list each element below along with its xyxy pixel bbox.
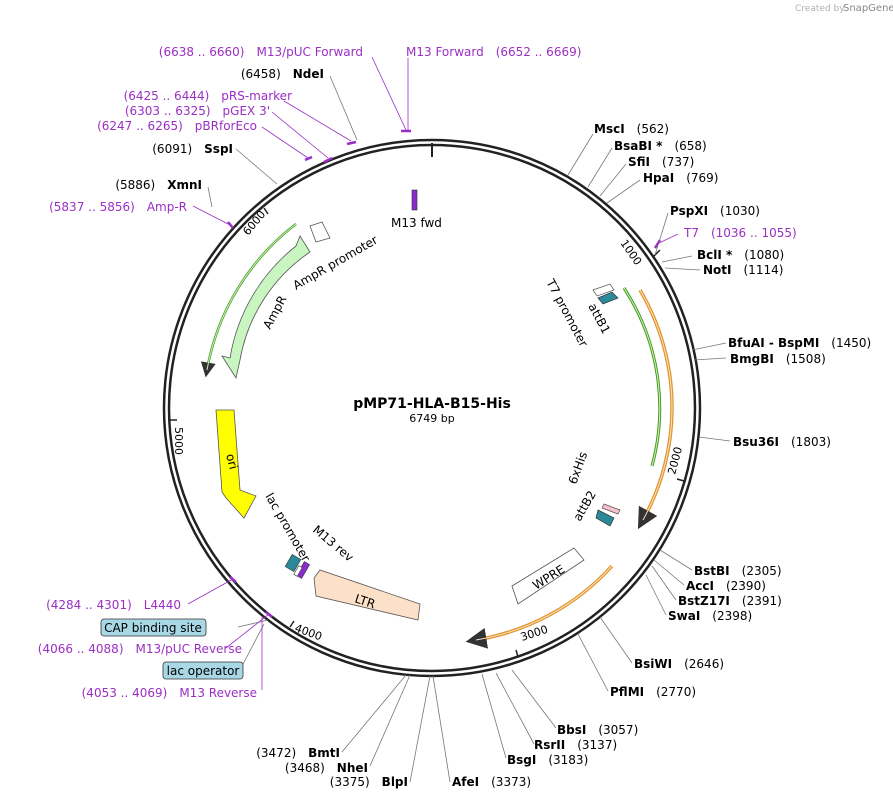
t7-promoter-marker [592,283,615,297]
enzyme-leaders [207,75,731,783]
primer-tick-prs-marker [346,140,357,146]
tick-3000 [515,649,519,658]
enzyme-hpaI: HpaI(769) [643,171,718,185]
primer-pbrforeco: (6247 .. 6265)pBRforEco [97,119,257,133]
primer-m13-reverse: (4053 .. 4069)M13 Reverse [82,686,257,700]
enzyme-pflMI: PflMI(2770) [610,685,696,699]
enzyme-bfuAI-bspMI: BfuAI - BspMI(1450) [728,336,871,350]
attb1-marker [597,291,619,305]
enzyme-xmnI: (5886)XmnI [115,178,202,192]
primer-tick-pbrforeco [304,155,313,162]
primer-tick-amp-r [227,221,234,229]
ampr-promoter-arrow [309,221,331,243]
enzyme-ndeI: (6458)NdeI [241,67,324,81]
enzyme-bmgBI: BmgBI(1508) [730,352,826,366]
enzyme-bclI: BclI *(1080) [697,248,784,262]
ltr-label: LTR [353,592,377,612]
lac-promoter-label: lac promoter [262,491,313,565]
ampr-feature-arrow [221,235,311,380]
enzyme-bbsI: BbsI(3057) [557,723,638,737]
enzyme-bstBI: BstBI(2305) [694,564,782,578]
credit-created-by: Created by [795,4,845,14]
snapgene-logo-text: SnapGene [843,3,893,14]
primer-tick-l4440 [229,576,237,583]
primer-prs-marker: (6425 .. 6444)pRS-marker [124,89,292,103]
enzyme-bsu36I: Bsu36I(1803) [733,435,831,449]
attb2-label: attB2 [570,488,598,523]
enzyme-bsgI: BsgI(3183) [507,753,588,767]
m13-fwd-label: M13 fwd [391,216,442,230]
plasmid-size: 6749 bp [409,412,454,425]
primer-l4440: (4284 .. 4301)L4440 [46,598,181,612]
tick-2000 [676,478,685,482]
hla-green-orf-highlight [623,287,661,467]
m13-fwd-marker [411,189,418,211]
enzyme-swaI: SwaI(2398) [668,609,752,623]
lac-operator-marker [284,554,302,572]
primer-amp-r: (5837 .. 5856)Amp-R [49,200,187,214]
sixhis-label: 6xHis [566,450,591,486]
ori-feature-arrow [215,409,257,519]
enzyme-rsrII: RsrII(3137) [534,738,617,752]
lac-operator-box [162,661,244,680]
primer-m13-puc-forward: (6638 .. 6660)M13/pUC Forward [159,45,363,59]
cap-binding-site-label: CAP binding site [104,621,202,635]
attb2-marker [595,509,615,527]
plasmid-name: pMP71-HLA-B15-His [353,396,511,412]
wpre-feature [511,547,585,605]
enzyme-nheI: (3468)NheI [285,761,368,775]
enzyme-bsabI: BsaBI *(658) [614,139,707,153]
orange-orf-bottom-highlight [475,565,613,641]
enzyme-bstZ17I: BstZ17I(2391) [678,594,782,608]
ampr-label: AmpR [260,293,289,331]
cap-binding-site-box [100,618,207,637]
ltr-feature [313,569,421,621]
primer-m13-forward: M13 Forward(6652 .. 6669) [406,45,581,59]
tick-label-1000: 1000 [618,237,645,267]
tick-4000 [289,620,295,628]
enzyme-bmtI: (3472)BmtI [256,746,340,760]
lac-operator-label: lac operator [167,664,240,678]
ampr-orf-arc-highlight [206,223,297,371]
enzyme-sspI: (6091)SspI [152,142,233,156]
enzyme-sfiI: SfiI(737) [628,155,694,169]
enzyme-accI: AccI(2390) [686,579,766,593]
ori-label: ori [223,452,241,471]
primer-leaders [187,56,679,690]
tick-6000 [263,207,269,215]
primer-pgex-3: (6303 .. 6325)pGEX 3' [125,104,270,118]
primer-t7: T7(1036 .. 1055) [683,226,797,240]
tick-1000 [653,249,661,257]
enzyme-pspXI: PspXI(1030) [670,204,760,218]
sixhis-marker [601,503,621,515]
primer-tick-pgex [323,156,333,164]
enzyme-notI: NotI(1114) [703,263,783,277]
m13-rev-label: M13 rev [310,523,356,565]
enzyme-bsiWI: BsiWI(2646) [634,657,724,671]
primer-m13-puc-reverse: (4066 .. 4088)M13/pUC Reverse [38,642,242,656]
cap-site-marker [293,565,303,577]
enzyme-blpI: (3375)BlpI [330,775,408,789]
enzyme-mscI: MscI(562) [594,122,669,136]
backbone-outer [162,138,702,678]
attb1-label: attB1 [585,301,613,336]
t7-promoter-label: T7 promoter [543,276,591,349]
orange-orf-top-highlight [639,289,673,521]
tick-label-5000: 5000 [172,427,185,455]
enzyme-afeI: AfeI(3373) [452,775,531,789]
